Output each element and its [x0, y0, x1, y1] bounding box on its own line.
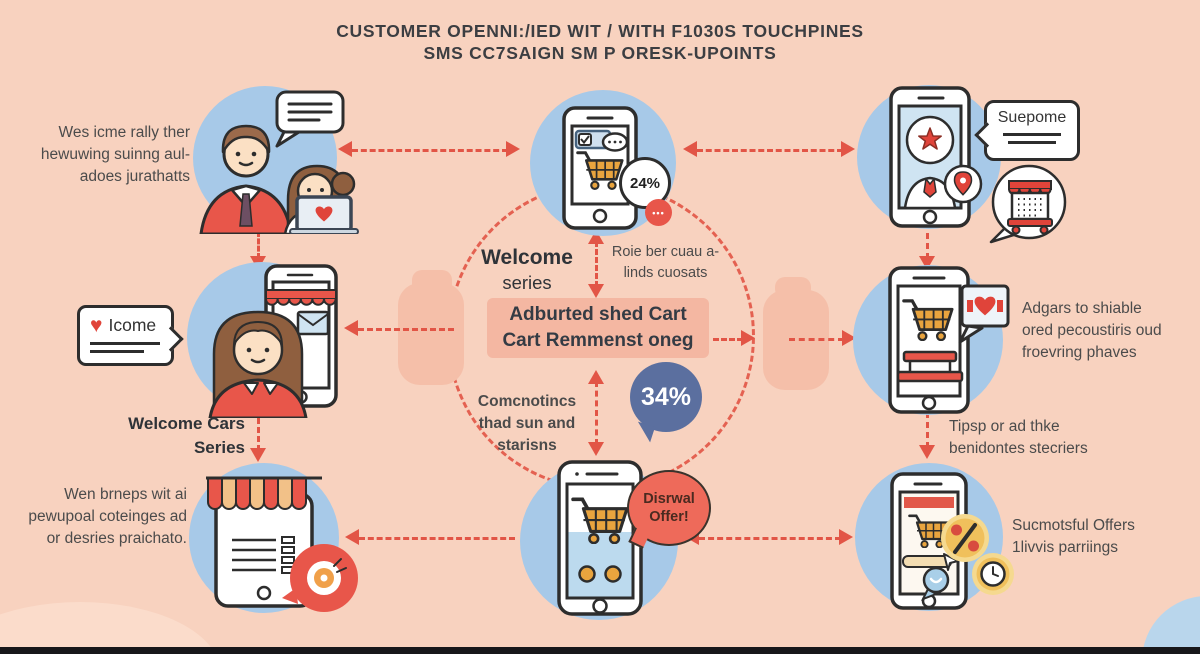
dashed-line: [358, 328, 454, 331]
caption-tips: Tipsp or ad thke benidontes stecriers: [949, 418, 1088, 457]
speech-bubble-icon: [275, 90, 345, 148]
arrowhead-down-icon: [588, 442, 604, 456]
node-welcome-couple-illustration: [193, 86, 359, 234]
dashed-line: [789, 338, 844, 341]
location-pin-icon: [943, 164, 983, 204]
node-store-tablet-illustration: [189, 463, 358, 613]
bench-icon: [896, 350, 964, 383]
bubble-line: [90, 342, 160, 345]
suepome-speech-bubble: Suepome: [984, 100, 1080, 161]
arrowhead-right-icon: [841, 141, 855, 157]
caption-mid-right: Adgars to shiable ored pecoustiris oud f…: [1022, 300, 1162, 361]
arrowhead-down-icon: [250, 448, 266, 462]
dashed-line: [926, 233, 929, 259]
welcome-series-label: Welcome series: [452, 246, 602, 294]
welcome-series-title: Welcome: [481, 246, 573, 269]
bubble-line: [90, 350, 144, 353]
blob-right-bump: [775, 277, 811, 299]
dashed-line: [595, 381, 598, 445]
dot-icon: [578, 565, 596, 583]
node-cart-heart-phone-illustration: [853, 265, 1010, 415]
checkbox-row-icon: [574, 129, 612, 150]
chat-bubble-icon: [920, 566, 950, 601]
heart-icon: ♥: [90, 314, 103, 337]
caption-top-left: Wes icme rally ther hewuwing suinng aul-…: [40, 124, 190, 185]
dashed-line: [359, 537, 515, 540]
page-subtitle: SMS CC7SAIGN SM P ORESK-UPOINTS: [423, 43, 777, 63]
discount-offer-bubble: Disrwal Offer!: [627, 470, 711, 546]
node-discount-phone-illustration: [855, 463, 1014, 611]
arrowhead-right-icon: [842, 330, 856, 346]
arrowhead-down-icon: [588, 284, 604, 298]
arrowhead-left-icon: [683, 141, 697, 157]
arrowhead-right-icon: [741, 330, 755, 346]
smartphone-icon: [557, 460, 643, 616]
open-rate-badge: 24%: [619, 157, 671, 209]
caption-bottom-left: Wen brneps wit ai pewupoal coteinges ad …: [28, 486, 187, 547]
arrowhead-left-icon: [338, 141, 352, 157]
target-badge-icon: [282, 544, 358, 612]
suepome-label: Suepome: [997, 109, 1067, 126]
tablet-icon: [214, 492, 314, 608]
icome-speech-bubble: ♥ Icome: [77, 305, 174, 366]
smartphone-icon: [888, 266, 970, 414]
arrowhead-down-icon: [919, 445, 935, 459]
page-title: CUSTOMER OPENNI:/IED WIT / WITH F1030S T…: [336, 21, 864, 41]
dashed-line: [257, 231, 260, 259]
awning-icon: [206, 476, 322, 510]
caption-welcome-cars: Welcome Cars Series: [128, 414, 245, 458]
dashed-line: [352, 149, 508, 152]
dashed-line: [257, 409, 260, 451]
blob-left-bump: [412, 270, 452, 294]
bubble-line: [1003, 133, 1061, 136]
arrowhead-right-icon: [839, 529, 853, 545]
icome-label: Icome: [108, 315, 157, 335]
dashed-line: [595, 241, 598, 287]
arrowhead-right-icon: [506, 141, 520, 157]
dashed-line: [697, 149, 843, 152]
clock-badge-icon: [972, 553, 1014, 595]
bottom-edge-bar: [0, 647, 1200, 654]
node-profile-phone-illustration: [857, 85, 1001, 229]
recovery-rate-badge: 34%: [630, 362, 702, 432]
heart-message-icon: [958, 284, 1010, 344]
dashed-line: [699, 537, 841, 540]
dashed-line: [926, 412, 929, 448]
abandoned-cart-box: Adburted shed Cart Cart Remmenst oneg: [487, 298, 709, 358]
blob-left: [398, 283, 464, 385]
arrowhead-left-icon: [345, 529, 359, 545]
dots-badge-icon: •••: [645, 199, 672, 226]
reminder-note: Roie ber cuau a- linds cuosats: [611, 244, 720, 281]
laptop-heart-icon: [289, 195, 359, 234]
dot-icon: [604, 565, 622, 583]
conversion-note: Comcnotincs thad sun and starisns: [477, 393, 577, 454]
avatar-star-icon: [903, 115, 957, 210]
percent-badge-icon: [941, 514, 989, 562]
man-illustration: [199, 124, 293, 234]
woman-illustration: [208, 310, 308, 418]
bubble-line: [1008, 141, 1056, 144]
arrowhead-left-icon: [344, 320, 358, 336]
node-shop-phone-woman-illustration: [187, 262, 338, 418]
corner-arc-bottom-right: [1142, 596, 1200, 654]
storefront-bubble-icon: [989, 164, 1067, 244]
caption-bottom-right: Sucmotsful Offers 1livvis parriings: [1012, 517, 1135, 556]
arrowhead-up-icon: [588, 370, 604, 384]
dashed-line: [713, 338, 743, 341]
chat-dots-icon: [601, 132, 629, 152]
welcome-series-sub: series: [502, 272, 552, 293]
